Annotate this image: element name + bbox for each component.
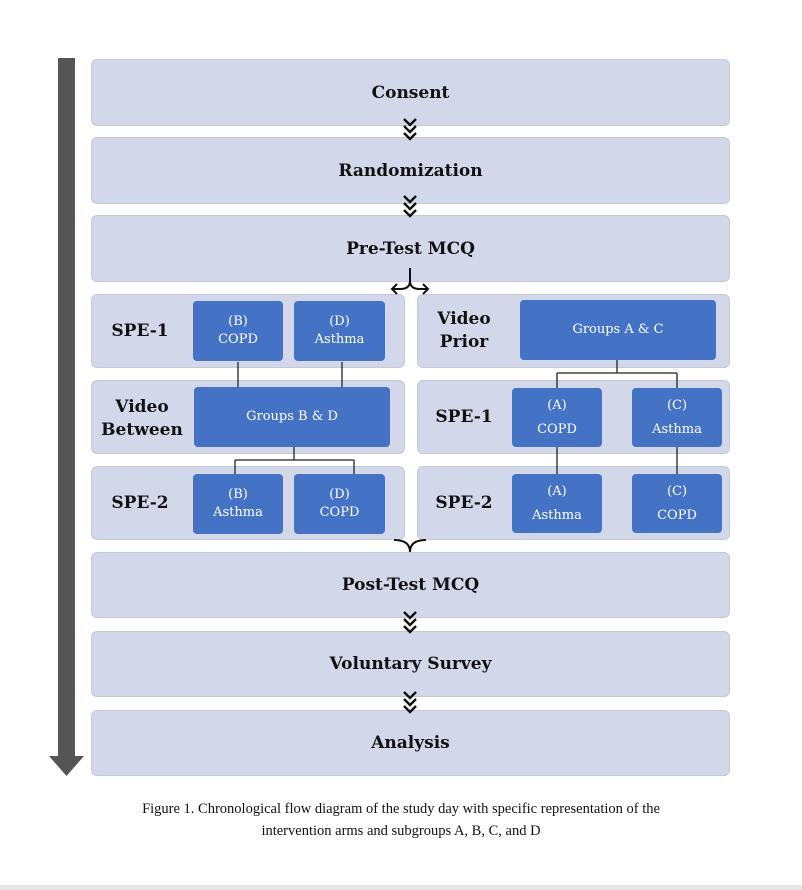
figure-caption: Figure 1. Chronological flow diagram of …: [40, 798, 762, 842]
stage-survey-label: Voluntary Survey: [329, 654, 492, 674]
stage-survey: Voluntary Survey: [91, 631, 730, 697]
box-groups-b-d: Groups B & D: [194, 387, 390, 447]
video-between-line2: Between: [101, 420, 183, 440]
box-group: (A): [547, 397, 567, 413]
box-topic: COPD: [657, 507, 697, 523]
left-spe1-label: SPE-1: [111, 320, 169, 341]
timeline-arrow: [49, 58, 84, 776]
stage-analysis: Analysis: [91, 710, 730, 776]
stage-analysis-label: Analysis: [371, 733, 450, 753]
right-row1-label: Video Prior: [428, 306, 500, 356]
box-topic: Asthma: [314, 332, 365, 347]
box-d-copd: (D) COPD: [294, 474, 385, 534]
stage-consent-label: Consent: [371, 82, 450, 103]
stage-randomization: Randomization: [91, 137, 730, 204]
box-b-asthma: (B) Asthma: [193, 474, 283, 534]
video-prior-line2: Prior: [439, 332, 489, 352]
box-topic: Asthma: [652, 421, 702, 437]
box-topic: Asthma: [532, 507, 582, 523]
caption-line-1: Figure 1. Chronological flow diagram of …: [142, 801, 660, 817]
left-row3-label: SPE-2: [104, 482, 176, 524]
box-group: (C): [666, 483, 688, 499]
right-row2-label: SPE-1: [428, 396, 500, 438]
bottom-divider: [0, 885, 802, 890]
stage-posttest: Post-Test MCQ: [91, 552, 730, 618]
right-spe1-label: SPE-1: [435, 406, 493, 427]
chevron-down-icon: [403, 611, 417, 634]
box-group: (D): [329, 314, 350, 329]
left-spe2-label: SPE-2: [111, 492, 169, 513]
box-group: (C): [666, 397, 688, 413]
box-d-asthma: (D) Asthma: [294, 301, 385, 361]
box-group: (A): [547, 483, 567, 499]
box-group: (D): [329, 487, 350, 502]
box-topic: Asthma: [213, 505, 263, 520]
box-topic: COPD: [537, 421, 577, 437]
box-a-copd: (A) COPD: [512, 388, 602, 447]
box-groups-a-c-label: Groups A & C: [572, 322, 664, 337]
chevron-down-icon: [403, 195, 417, 218]
box-groups-a-c: Groups A & C: [520, 300, 716, 360]
box-b-copd: (B) COPD: [193, 301, 283, 361]
caption-line-2: intervention arms and subgroups A, B, C,…: [261, 823, 541, 839]
right-spe2-label: SPE-2: [435, 492, 493, 513]
chevron-down-icon: [403, 691, 417, 714]
box-group: (B): [228, 314, 248, 329]
left-row1-label: SPE-1: [104, 310, 176, 352]
stage-pretest-label: Pre-Test MCQ: [346, 238, 475, 259]
chevron-down-icon: [403, 118, 417, 141]
box-group: (B): [228, 487, 248, 502]
right-row3-label: SPE-2: [428, 482, 500, 524]
box-c-copd: (C) COPD: [632, 474, 722, 533]
box-c-asthma: (C) Asthma: [632, 388, 722, 447]
stage-randomization-label: Randomization: [338, 160, 483, 181]
stage-posttest-label: Post-Test MCQ: [341, 575, 480, 595]
box-topic: COPD: [218, 332, 258, 347]
box-topic: COPD: [319, 505, 360, 520]
box-a-asthma: (A) Asthma: [512, 474, 602, 533]
video-prior-line1: Video: [437, 309, 491, 329]
box-groups-b-d-label: Groups B & D: [246, 409, 338, 424]
stage-consent: Consent: [91, 59, 730, 126]
video-between-line1: Video: [115, 397, 169, 417]
left-row2-label: Video Between: [100, 394, 184, 444]
